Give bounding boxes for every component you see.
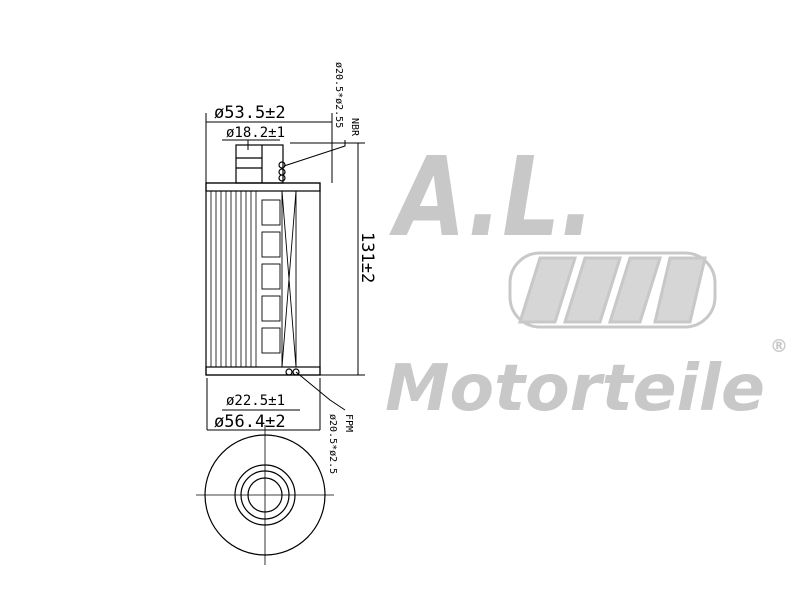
top-seal-size: ø20.5*ø2.55 [333, 62, 344, 128]
dim-outer-top-diameter: ø53.5±2 [214, 103, 286, 123]
watermark-registered: ® [770, 336, 788, 357]
dim-inner-top-diameter: ø18.2±1 [226, 125, 285, 141]
watermark-logo: A.L. Motorteile ® [385, 133, 788, 426]
dim-outer-bottom-diameter: ø56.4±2 [214, 412, 286, 432]
bottom-seal-material: FPM [343, 414, 354, 432]
dim-height: 131±2 [357, 232, 377, 283]
watermark-initials: A.L. [388, 133, 595, 261]
watermark-badge [508, 251, 717, 329]
bottom-seal-size: ø20.5*ø2.5 [327, 414, 338, 474]
dim-inner-bottom-diameter: ø22.5±1 [226, 393, 285, 409]
top-seal-material: NBR [349, 118, 360, 137]
dimension-lines [205, 113, 365, 431]
filter-end-view [196, 425, 334, 565]
watermark-brand: Motorteile [385, 352, 765, 426]
filter-side-view [205, 144, 321, 376]
